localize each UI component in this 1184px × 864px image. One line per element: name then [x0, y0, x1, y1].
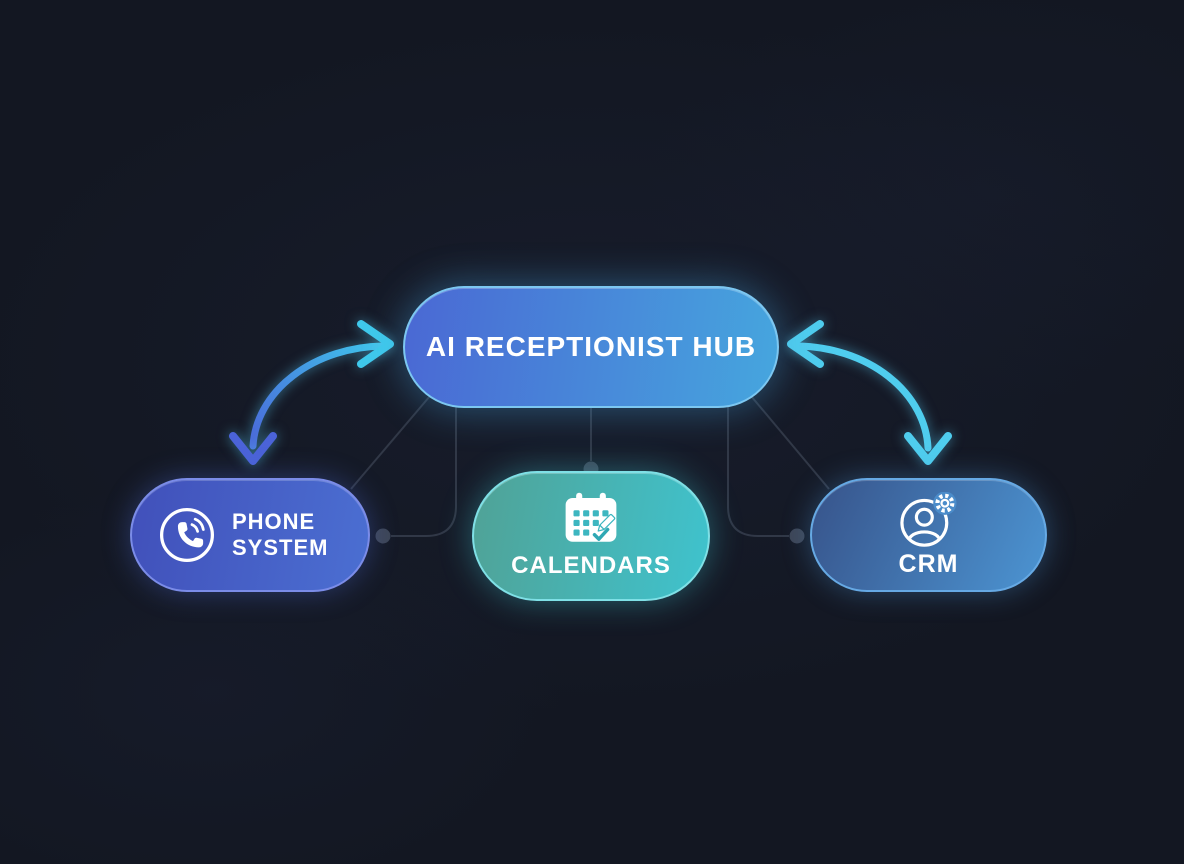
connector-dot-crm — [789, 528, 805, 544]
connector-hub-crm-diagonal — [750, 395, 830, 490]
phone-icon — [159, 507, 215, 563]
arrowhead-right-icon — [357, 320, 394, 368]
calendars-label: CALENDARS — [511, 552, 671, 579]
phone-label-line2: SYSTEM — [232, 535, 329, 560]
gear-icon — [932, 491, 957, 515]
phone-system-node: PHONE SYSTEM — [130, 478, 370, 592]
arrowhead-down-icon — [904, 432, 952, 465]
hub-crm-arrow — [787, 320, 952, 465]
connector-hub-phone-curved — [391, 407, 457, 537]
calendars-node: CALENDARS — [472, 471, 710, 601]
arrowhead-left-icon — [787, 320, 824, 368]
pencil-icon — [597, 513, 616, 532]
hub-label: AI RECEPTIONIST HUB — [425, 331, 757, 362]
connector-hub-phone-diagonal — [350, 395, 431, 490]
calendar-icon — [565, 492, 617, 542]
person-gear-icon — [899, 491, 957, 547]
phone-system-label: PHONE SYSTEM — [232, 509, 328, 561]
phone-hub-arrow — [229, 320, 394, 465]
crm-node: CRM — [810, 478, 1047, 592]
connector-dot-phone — [375, 528, 391, 544]
phone-label-line1: PHONE — [232, 509, 316, 535]
hub-node: AI RECEPTIONIST HUB — [403, 286, 779, 408]
arrowhead-down-icon — [229, 432, 277, 465]
crm-label: CRM — [898, 549, 959, 578]
connector-hub-crm-curved — [727, 407, 789, 537]
